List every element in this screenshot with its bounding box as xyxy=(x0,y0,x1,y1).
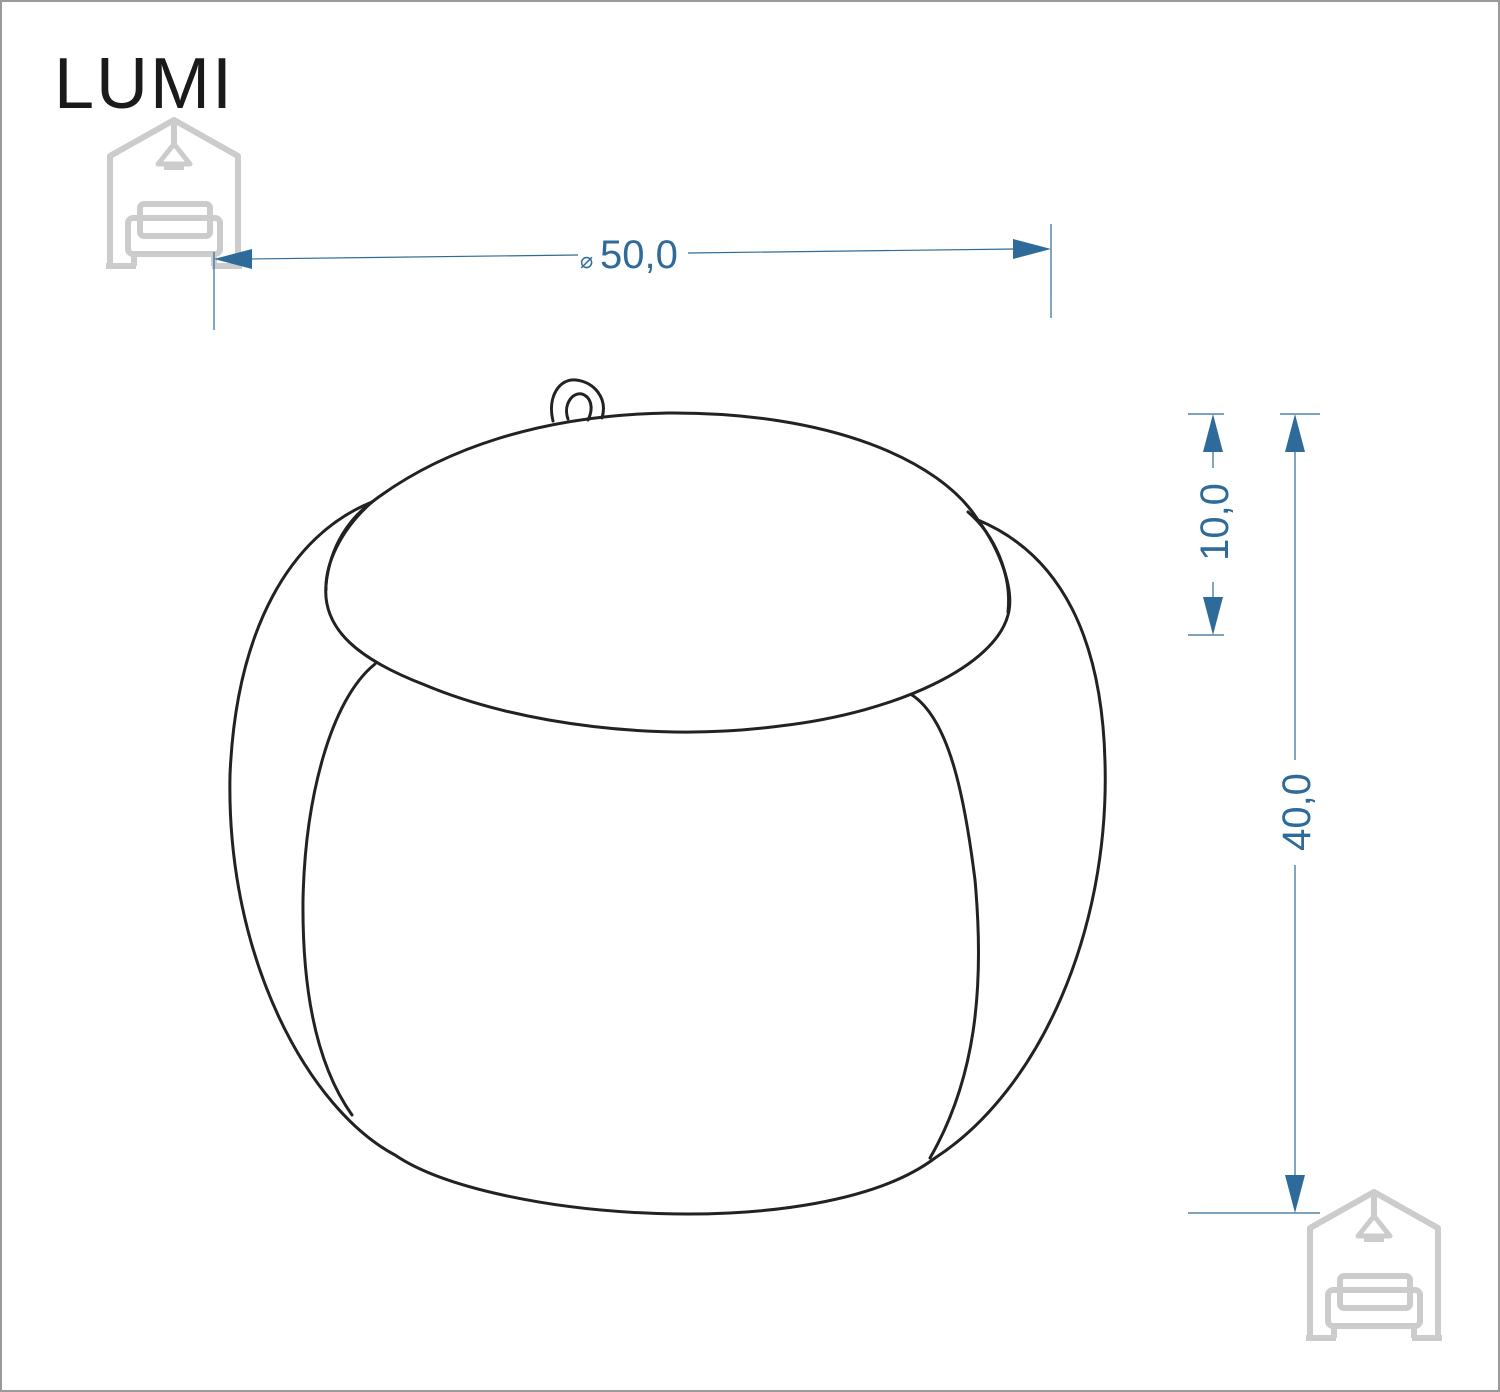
lid-height-value: 10,0 xyxy=(1193,483,1237,561)
handle-loop xyxy=(550,378,605,423)
arrow-down-icon xyxy=(1285,1175,1305,1213)
pouf-outline xyxy=(228,378,1107,1216)
arrow-up-icon xyxy=(1203,414,1223,452)
diameter-dimension: ⌀ 50,0 xyxy=(213,224,1052,330)
arrow-right-icon xyxy=(1013,239,1051,259)
lid-rim-left xyxy=(324,500,374,592)
lid-height-dimension: 10,0 xyxy=(1188,413,1237,636)
handle-loop-inner xyxy=(565,392,593,422)
arrow-up-icon xyxy=(1285,414,1305,452)
front-panel-seam-right xyxy=(910,693,981,1160)
total-height-value: 40,0 xyxy=(1275,773,1319,851)
house-with-sofa-icon xyxy=(1306,1192,1442,1338)
product-title: LUMI xyxy=(54,44,235,124)
pouf-lid xyxy=(324,411,1012,734)
total-height-dimension: 40,0 xyxy=(1188,413,1320,1214)
house-with-sofa-icon xyxy=(106,120,242,266)
diameter-symbol: ⌀ xyxy=(580,248,593,273)
diameter-value: 50,0 xyxy=(600,233,678,277)
arrow-down-icon xyxy=(1203,597,1223,635)
pouf-body xyxy=(228,500,1107,1216)
arrow-left-icon xyxy=(214,249,252,269)
lid-rim-right xyxy=(966,510,1011,614)
front-panel-seam-left xyxy=(301,662,377,1117)
